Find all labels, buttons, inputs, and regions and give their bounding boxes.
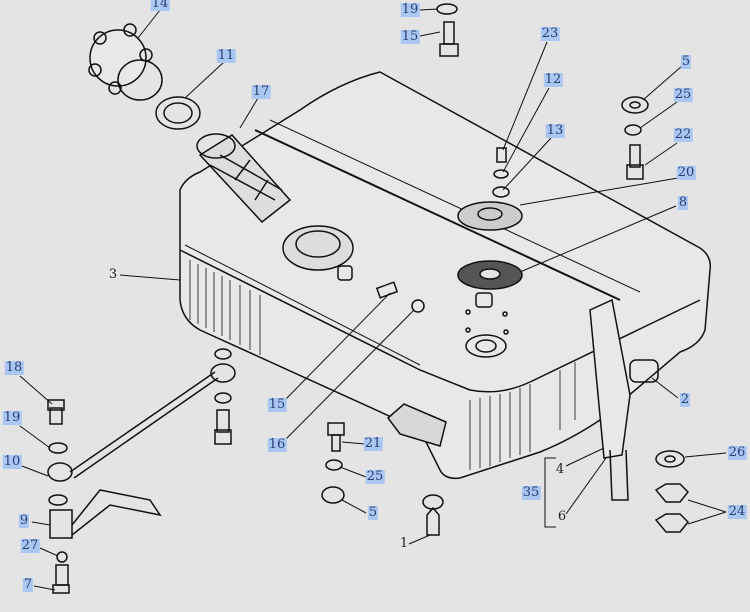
callout-23: 23 — [540, 26, 560, 41]
callout-5-top: 5 — [680, 54, 692, 69]
callout-17: 17 — [251, 84, 271, 99]
callout-19-left: 19 — [2, 410, 22, 425]
callout-9: 9 — [18, 513, 30, 528]
filler-cap-part — [88, 23, 163, 101]
linkage-rod-part — [47, 348, 236, 594]
bolt-top-part — [439, 21, 459, 57]
callout-2: 2 — [679, 392, 691, 407]
callout-19-top: 19 — [400, 2, 420, 17]
small-screws-center — [457, 147, 523, 308]
callout-21: 21 — [363, 436, 383, 451]
fuel-tank-body — [179, 71, 712, 501]
callout-4: 4 — [555, 462, 565, 477]
leader-lines — [19, 8, 727, 591]
strainer-gasket-part — [155, 96, 201, 130]
filter-strainer-part — [196, 133, 292, 224]
callout-25-mid: 25 — [365, 469, 385, 484]
washer-top-part — [436, 3, 458, 15]
callout-20: 20 — [676, 165, 696, 180]
callout-8: 8 — [677, 195, 689, 210]
callout-16: 16 — [267, 437, 287, 452]
callout-27: 27 — [20, 538, 40, 553]
callout-10: 10 — [2, 454, 22, 469]
callout-24: 24 — [727, 504, 747, 519]
callout-25-top: 25 — [673, 87, 693, 102]
callout-14: 14 — [150, 0, 170, 11]
callout-3: 3 — [108, 267, 118, 282]
callout-13: 13 — [545, 123, 565, 138]
callout-11: 11 — [216, 48, 236, 63]
callout-5-mid: 5 — [367, 505, 379, 520]
callout-1: 1 — [399, 536, 409, 551]
callout-26: 26 — [727, 445, 747, 460]
callout-22: 22 — [673, 127, 693, 142]
callout-7: 7 — [22, 577, 34, 592]
right-fasteners — [621, 96, 690, 533]
callout-6: 6 — [557, 509, 567, 524]
callout-35: 35 — [521, 485, 541, 500]
callout-18: 18 — [4, 360, 24, 375]
callout-15-top: 15 — [400, 29, 420, 44]
callout-12: 12 — [543, 72, 563, 87]
callout-15-mid: 15 — [267, 397, 287, 412]
